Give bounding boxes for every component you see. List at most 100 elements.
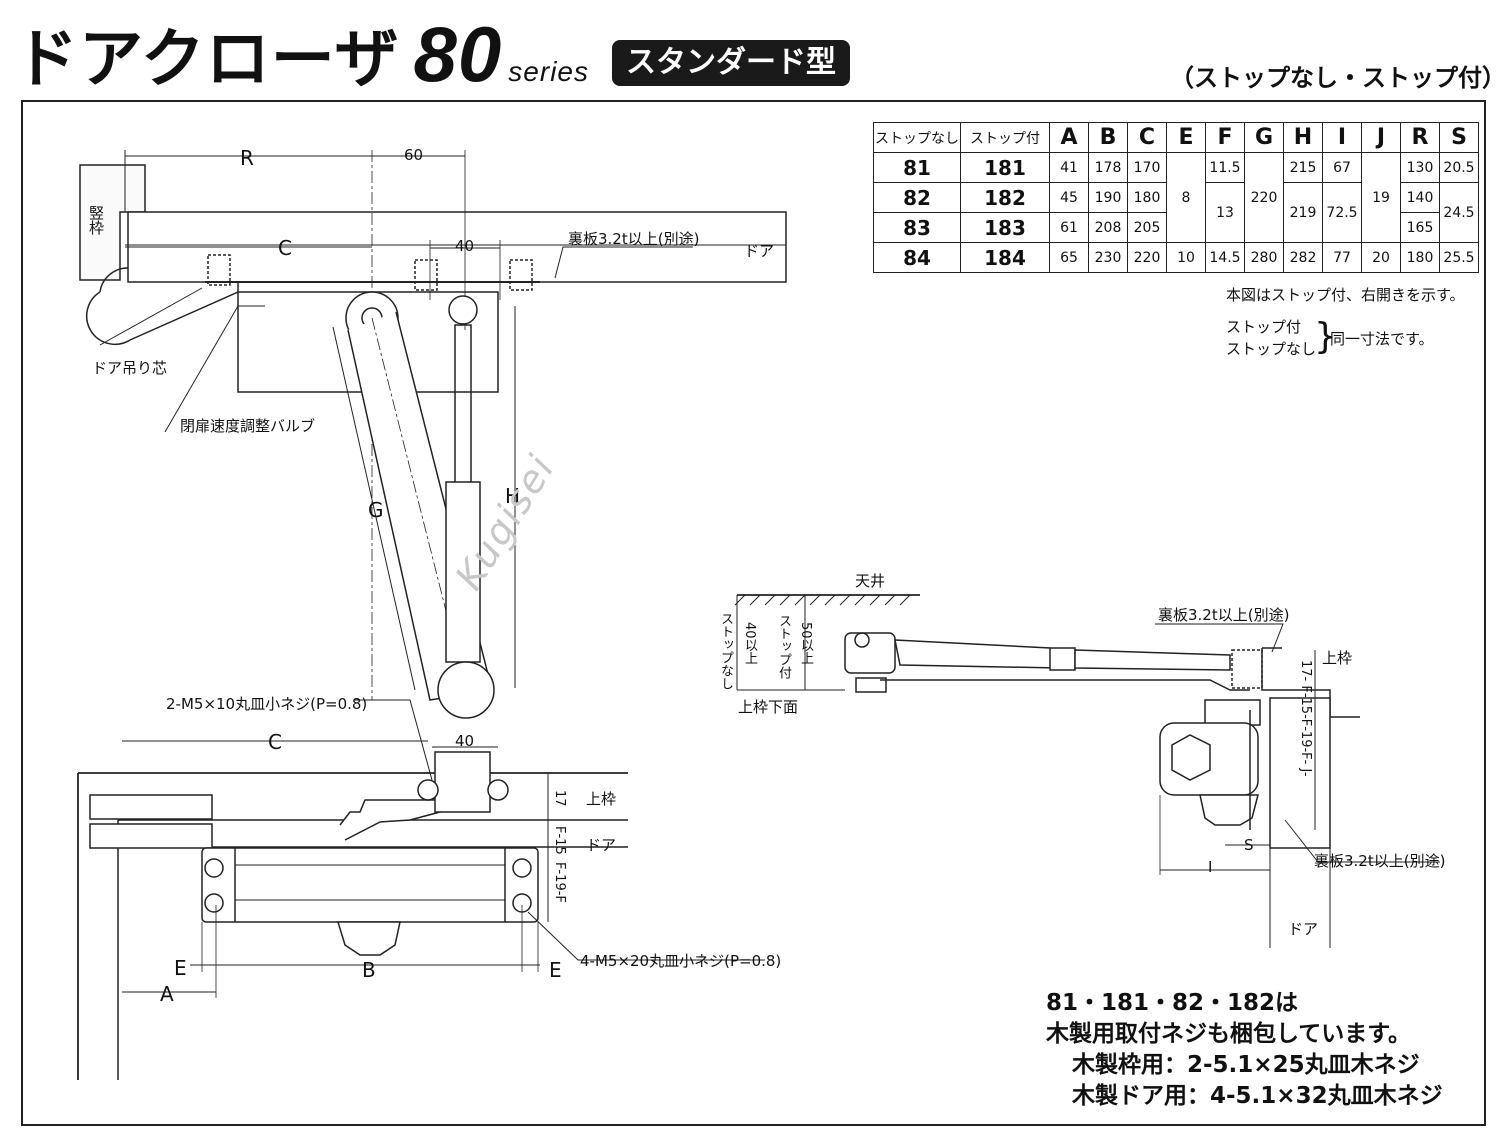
cell-j-merged: 19 bbox=[1361, 152, 1401, 243]
cell-a: 65 bbox=[1049, 242, 1089, 273]
cell-e-merged: 8 bbox=[1166, 152, 1206, 243]
header-j: J bbox=[1361, 122, 1401, 153]
cell-f: 14.5 bbox=[1205, 242, 1245, 273]
cell-s-merged: 24.5 bbox=[1439, 182, 1479, 243]
wood-note-line-2: 木製用取付ネジも梱包しています。 bbox=[1046, 1021, 1412, 1047]
cell-c: 170 bbox=[1127, 152, 1167, 183]
dim-g-label: G bbox=[368, 498, 384, 522]
dim-c-label: C bbox=[278, 236, 292, 260]
cell-h: 282 bbox=[1283, 242, 1323, 273]
no-stop-label: ストップなし bbox=[718, 612, 733, 690]
valve-label: 閉扉速度調整バルブ bbox=[180, 417, 316, 435]
model-184: 184 bbox=[960, 242, 1050, 273]
dim-e-left-label: E bbox=[174, 956, 187, 980]
dim-60-label: 60 bbox=[404, 146, 424, 164]
ceiling-label: 天井 bbox=[855, 572, 886, 590]
table-row: 81 181 41 178 170 8 11.5 220 215 67 19 1… bbox=[873, 152, 1479, 243]
hinge-center-label: ドア吊り芯 bbox=[92, 359, 168, 377]
subtitle: （ストップなし・ストップ付） bbox=[1170, 64, 1500, 92]
front-dim-c-label: C bbox=[268, 730, 282, 754]
front-dim-40-label: 40 bbox=[455, 732, 475, 750]
header-i: I bbox=[1322, 122, 1362, 153]
table-row: 84 184 65 230 220 10 14.5 280 282 77 20 … bbox=[873, 242, 1479, 273]
frame-bottom-label: 上枠下面 bbox=[738, 698, 799, 716]
wood-note-line-1: 81・181・82・182は bbox=[1046, 990, 1299, 1016]
model-84: 84 bbox=[873, 242, 961, 273]
note-same: 同一寸法です。 bbox=[1330, 330, 1434, 348]
dim-e-right-label: E bbox=[549, 958, 562, 982]
side-backing-top-label: 裏板3.2t以上(別途) bbox=[1158, 606, 1290, 624]
table-header-row: ストップなし ストップ付 A B C E F G H I J R S bbox=[873, 122, 1479, 153]
model-183: 183 bbox=[960, 212, 1050, 243]
header-f: F bbox=[1205, 122, 1245, 153]
type-badge: スタンダード型 bbox=[612, 40, 850, 86]
cell-s: 25.5 bbox=[1439, 242, 1479, 273]
cell-r: 130 bbox=[1400, 152, 1440, 183]
brace-icon: } bbox=[1314, 316, 1337, 357]
cell-c: 205 bbox=[1127, 212, 1167, 243]
wood-screw-note: 81・181・82・182は 木製用取付ネジも梱包しています。 木製枠用：2-5… bbox=[1046, 988, 1443, 1112]
dim-b-label: B bbox=[362, 958, 376, 982]
screw-top-label: 2-M5×10丸皿小ネジ(P=0.8) bbox=[166, 695, 368, 713]
drawing-frame bbox=[21, 100, 1486, 1126]
side-door-label: ドア bbox=[1288, 920, 1319, 938]
note-shown: 本図はストップ付、右開きを示す。 bbox=[1226, 286, 1465, 304]
cell-r: 180 bbox=[1400, 242, 1440, 273]
cell-i: 67 bbox=[1322, 152, 1362, 183]
top-view bbox=[79, 150, 787, 719]
header-s: S bbox=[1439, 122, 1479, 153]
dim-s-label: S bbox=[1244, 836, 1254, 854]
table-row: 82 182 45 190 180 13 219 72.5 140 24.5 bbox=[873, 182, 1479, 243]
cell-j: 20 bbox=[1361, 242, 1401, 273]
series-word: series bbox=[508, 56, 589, 87]
side-upper-frame-label: 上枠 bbox=[1322, 649, 1353, 667]
cell-i: 77 bbox=[1322, 242, 1362, 273]
side-backing-bottom-label: 裏板3.2t以上(別途) bbox=[1314, 852, 1446, 870]
front-upper-frame-label: 上枠 bbox=[586, 790, 617, 808]
front-view bbox=[77, 699, 765, 1080]
cell-s: 20.5 bbox=[1439, 152, 1479, 183]
with-stop-label: ストップ付 bbox=[776, 614, 791, 679]
side-view bbox=[734, 594, 1440, 948]
wood-note-line-4: 木製ドア用：4-5.1×32丸皿木ネジ bbox=[1072, 1083, 1443, 1109]
screw-bottom-label: 4-M5×20丸皿小ネジ(P=0.8) bbox=[580, 952, 782, 970]
cell-b: 230 bbox=[1088, 242, 1128, 273]
cell-r: 140 bbox=[1400, 182, 1440, 213]
cell-c: 180 bbox=[1127, 182, 1167, 213]
note-with-stop: ストップ付 bbox=[1226, 318, 1302, 336]
side-dims-label: 17- F-15-F-19-F- J- bbox=[1298, 660, 1313, 777]
model-83: 83 bbox=[873, 212, 961, 243]
dim-f19-label: F-19-F bbox=[552, 862, 567, 903]
cell-b: 208 bbox=[1088, 212, 1128, 243]
dim-h-label: H bbox=[505, 484, 521, 508]
dim-40-label: 40 bbox=[455, 237, 475, 255]
min-50-label: 50以上 bbox=[798, 622, 813, 665]
front-door-label: ドア bbox=[586, 836, 617, 854]
dim-a-label: A bbox=[160, 982, 174, 1006]
model-82: 82 bbox=[873, 182, 961, 213]
cell-a: 41 bbox=[1049, 152, 1089, 183]
backing-plate-label: 裏板3.2t以上(別途) bbox=[568, 230, 700, 248]
spec-table: ストップなし ストップ付 A B C E F G H I J R S 81 18… bbox=[873, 122, 1479, 273]
dim-i-label: I bbox=[1208, 858, 1213, 876]
header-a: A bbox=[1049, 122, 1089, 153]
dim-r-label: R bbox=[240, 146, 254, 170]
cell-h: 215 bbox=[1283, 152, 1323, 183]
min-40-label: 40以上 bbox=[742, 622, 757, 665]
wood-note-line-3: 木製枠用：2-5.1×25丸皿木ネジ bbox=[1072, 1052, 1420, 1078]
door-label: ドア bbox=[744, 242, 775, 260]
cell-f-merged: 13 bbox=[1205, 182, 1245, 243]
series-number: 80 bbox=[413, 10, 503, 98]
cell-c: 220 bbox=[1127, 242, 1167, 273]
dim-17-label: 17 bbox=[552, 790, 567, 807]
title-text: ドアクローザ bbox=[14, 23, 400, 97]
note-without-stop: ストップなし bbox=[1226, 340, 1317, 358]
cell-i-merged: 72.5 bbox=[1322, 182, 1362, 243]
header-e: E bbox=[1166, 122, 1206, 153]
cell-e: 10 bbox=[1166, 242, 1206, 273]
vertical-frame-label: 竪枠 bbox=[87, 205, 105, 235]
cell-g: 280 bbox=[1244, 242, 1284, 273]
dim-f15-label: F-15 bbox=[552, 826, 567, 855]
header-c: C bbox=[1127, 122, 1167, 153]
